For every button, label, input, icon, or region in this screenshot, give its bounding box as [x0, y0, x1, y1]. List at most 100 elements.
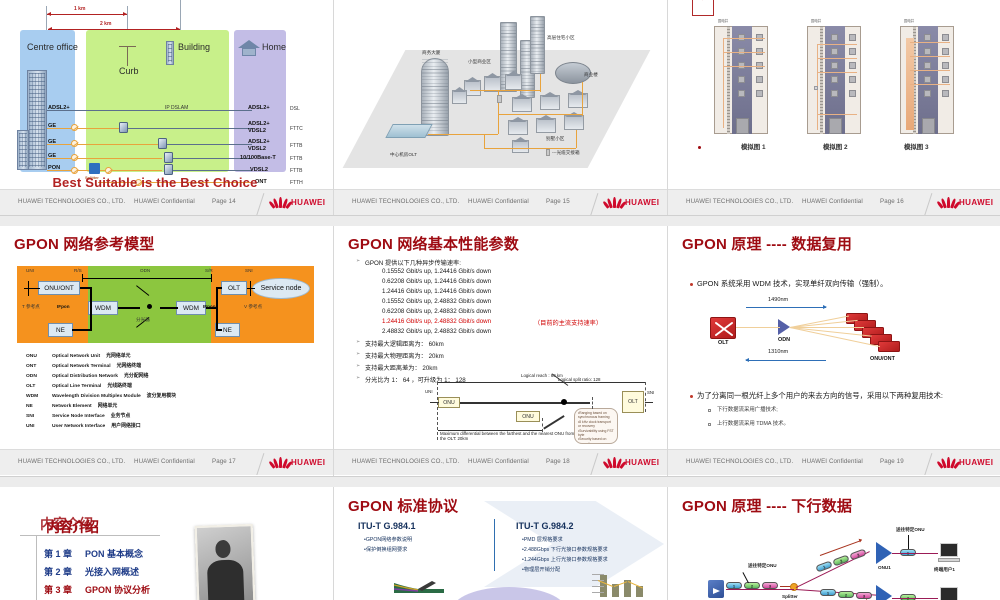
label-curb: Curb: [119, 66, 139, 76]
bullet-multiplex: 为了分离同一根光纤上多个用户的来去方向的信号，采用以下两种复用技术:: [697, 391, 943, 400]
office-tower: [421, 58, 449, 136]
onu-to-wdm-v: [90, 287, 92, 309]
slide-21[interactable]: GPON 标准协议 ITU-T G.984.1 •GPON网络参数说明 •保护倒…: [334, 487, 667, 600]
grid-gap-band-2: [0, 477, 1000, 487]
slide-15[interactable]: FTTx 光城市端到末端的场景模拟图 商务大厦 高层住宅小区 小型商业区 商业楼: [334, 0, 667, 215]
reach-tick-left: [437, 382, 438, 440]
slide-17[interactable]: GPON 网络参考模型 UNI R/S ODN S/R SNI ONU/ONT …: [0, 225, 333, 475]
v-reference-point: V 参考点: [244, 304, 263, 309]
sni-label: SNI: [647, 390, 655, 395]
slide-19[interactable]: GPON 原理 ---- 数据复用 GPON 系统采用 WDM 技术，实现单纤双…: [668, 225, 1000, 475]
rates-intro: GPON 提供以下几种异步传输速率:: [365, 260, 461, 267]
trunk-fiber: [726, 589, 794, 591]
fiber-cabinet-icon: [497, 95, 502, 103]
label-centre-office: Centre office: [27, 42, 78, 52]
title-rule: [20, 535, 160, 536]
cell-olt-3: 3: [762, 582, 778, 589]
central-office-tower: [27, 70, 47, 170]
onu2-icon: [876, 585, 892, 600]
villa-2: [540, 92, 560, 110]
uni-tick: [28, 281, 29, 296]
slide-22[interactable]: GPON 原理 ---- 下行数据 OLT 1 2 3 送往特定ONU Spli…: [668, 487, 1000, 600]
iface-rs: R/S: [74, 268, 82, 273]
sni-stub: [645, 402, 653, 403]
dim-line-1km: [47, 12, 127, 16]
slide-14[interactable]: FTTx 分层分析 1 km 2 km Centre office Curb B…: [0, 0, 333, 215]
service-label-4: VDSL2: [250, 167, 269, 173]
reach-tick-right: [645, 382, 646, 412]
cell-olt-1: 1: [726, 582, 742, 589]
label-building: Building: [178, 42, 211, 52]
cell-onu1: 1: [900, 549, 916, 556]
footer-company: HUAWEI TECHNOLOGIES CO., LTD.: [18, 198, 126, 205]
legend-text: ---光缆交接箱: [552, 150, 580, 155]
link-ge-2: [47, 144, 162, 145]
dim-label-2km: 2 km: [100, 21, 112, 27]
rate-5: 1.24416 Gbit/s up, 2.48832 Gbit/s down: [382, 318, 492, 325]
footer-page-number: Page 16: [880, 198, 904, 205]
win: [831, 76, 838, 83]
slide-18[interactable]: GPON 网络基本性能参数 ➢ GPON 提供以下几种异步传输速率: 0.155…: [334, 225, 667, 475]
grid-separator-h2: [0, 476, 1000, 477]
chapter-name: 光接入网概述: [85, 567, 140, 577]
onu-to-wdm-h: [80, 287, 92, 289]
win: [924, 34, 931, 41]
olt-label: OLT: [718, 340, 729, 346]
fiber-tool-illustration: [392, 579, 448, 597]
abbr-cn: 光线路终端: [107, 384, 132, 389]
box-onu-ont: ONU/ONT: [38, 281, 80, 295]
box-wdm-right: WDM: [176, 301, 206, 315]
footer-company: HUAWEI TECHNOLOGIES CO., LTD.: [686, 198, 794, 205]
col-2-item-3: •物理层开销分配: [522, 567, 561, 573]
center-badge: 产品开发简单 产品兼容性强: [452, 587, 566, 600]
label-villa: 别墅小区: [546, 136, 565, 141]
win: [924, 48, 931, 55]
access-type-3: FTTB: [290, 156, 303, 162]
win: [756, 48, 763, 55]
uni-label: UNI: [425, 389, 433, 394]
ne-to-wdm-left: [72, 329, 92, 331]
home-icon: [238, 40, 260, 56]
huawei-wordmark: HUAWEI: [959, 197, 994, 207]
rate-3: 0.15552 Gbit/s up, 2.48832 Gbit/s down: [382, 298, 492, 305]
cell-olt-2: 2: [744, 582, 760, 589]
curb-arm-icon: [119, 46, 136, 47]
iface-sni: SNI: [245, 268, 253, 273]
cable: [723, 38, 765, 40]
cable-riser: [723, 38, 725, 128]
slide-16[interactable]: 图 客户 园电井 园电井: [668, 0, 1000, 215]
link-ont: [98, 182, 252, 183]
iface-uni: UNI: [26, 268, 34, 273]
win: [756, 34, 763, 41]
customer-seal: 客户: [692, 0, 714, 16]
service-label-5: ONT: [255, 179, 267, 185]
sim-caption-2: 模拟图 2: [823, 144, 848, 151]
huawei-flower-icon: [602, 456, 627, 469]
onu-label: ONU/ONT: [870, 356, 895, 362]
splitter-node: [147, 304, 152, 309]
cell-b2-1: 1: [820, 589, 836, 596]
link-ge-2b: [162, 144, 252, 145]
abbr-cn: 网络单元: [97, 404, 118, 409]
col-1-item-0: •GPON网络参数说明: [364, 537, 413, 543]
slide-20[interactable]: 内容介绍 内容介绍 第 1 章 PON 基本概念 第 2 章 光接入网概述 第 …: [0, 487, 333, 600]
slide-18-title: GPON 网络基本性能参数: [348, 236, 519, 253]
port-label-3: GE: [48, 153, 57, 159]
service-label-2: ADSL2+ VDSL2: [248, 139, 270, 152]
onu1-drop: [892, 553, 938, 555]
fiber-riser-3: [582, 82, 583, 116]
win: [849, 48, 856, 55]
wdm-right-out: [206, 307, 218, 309]
abbr-en: Network Element: [52, 404, 92, 409]
footer-confidential: HUAWEI Confidential: [134, 458, 195, 465]
mini-bar-chart: [592, 571, 648, 599]
to-specific-onu-2: 送往特定ONU: [896, 527, 925, 532]
content-vertical-rule: [36, 535, 37, 600]
riser-label-3: 园电井: [904, 19, 915, 23]
win: [942, 34, 949, 41]
win: [849, 90, 856, 97]
huawei-flower-icon: [268, 456, 293, 469]
col-2-item-1: •2.488Gbps 下行光接口参数规格要求: [522, 547, 608, 553]
grid-separator-h1: [0, 215, 1000, 216]
